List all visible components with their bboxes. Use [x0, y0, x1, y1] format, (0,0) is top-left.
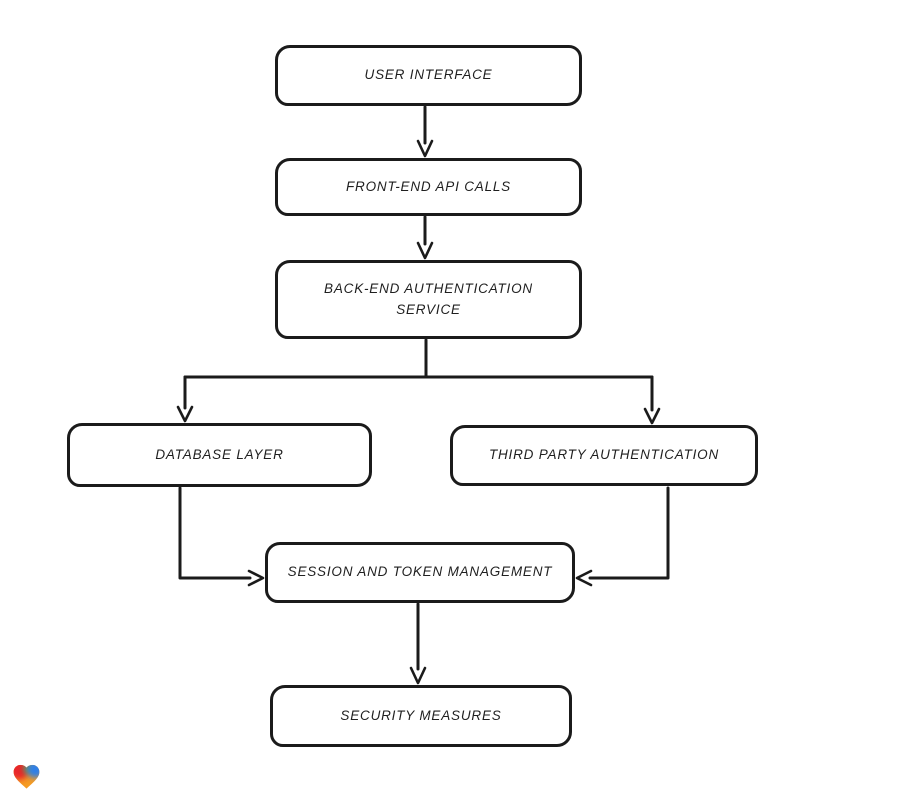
- node-security-measures[interactable]: SECURITY MEASURES: [270, 685, 572, 747]
- edge-user-interface-to-front-end: [416, 105, 434, 158]
- node-back-end-authentication-service[interactable]: BACK-END AUTHENTICATION SERVICE: [275, 260, 582, 339]
- node-label: FRONT-END API CALLS: [346, 178, 511, 194]
- node-front-end-api-calls[interactable]: FRONT-END API CALLS: [275, 158, 582, 216]
- node-label: DATABASE LAYER: [155, 446, 284, 462]
- node-label: THIRD PARTY AUTHENTICATION: [488, 447, 720, 463]
- edge-front-end-to-back-end: [416, 215, 434, 260]
- node-user-interface[interactable]: USER INTERFACE: [275, 45, 582, 106]
- edge-session-to-security: [409, 602, 427, 685]
- edge-database-to-session: [178, 486, 265, 587]
- eraser-heart-logo-icon[interactable]: [11, 761, 42, 792]
- edge-back-end-branch: [183, 338, 654, 379]
- node-third-party-authentication[interactable]: THIRD PARTY AUTHENTICATION: [450, 425, 758, 486]
- node-label: BACK-END AUTHENTICATION SERVICE: [324, 281, 533, 317]
- edge-back-end-to-third-party: [643, 375, 661, 425]
- node-session-and-token-management[interactable]: SESSION AND TOKEN MANAGEMENT: [265, 542, 575, 603]
- edge-third-party-to-session: [575, 486, 670, 587]
- node-database-layer[interactable]: DATABASE LAYER: [67, 423, 372, 487]
- node-label: SECURITY MEASURES: [340, 707, 502, 723]
- node-label: USER INTERFACE: [364, 67, 493, 83]
- node-label: SESSION AND TOKEN MANAGEMENT: [287, 564, 553, 580]
- edge-back-end-to-database: [176, 375, 194, 423]
